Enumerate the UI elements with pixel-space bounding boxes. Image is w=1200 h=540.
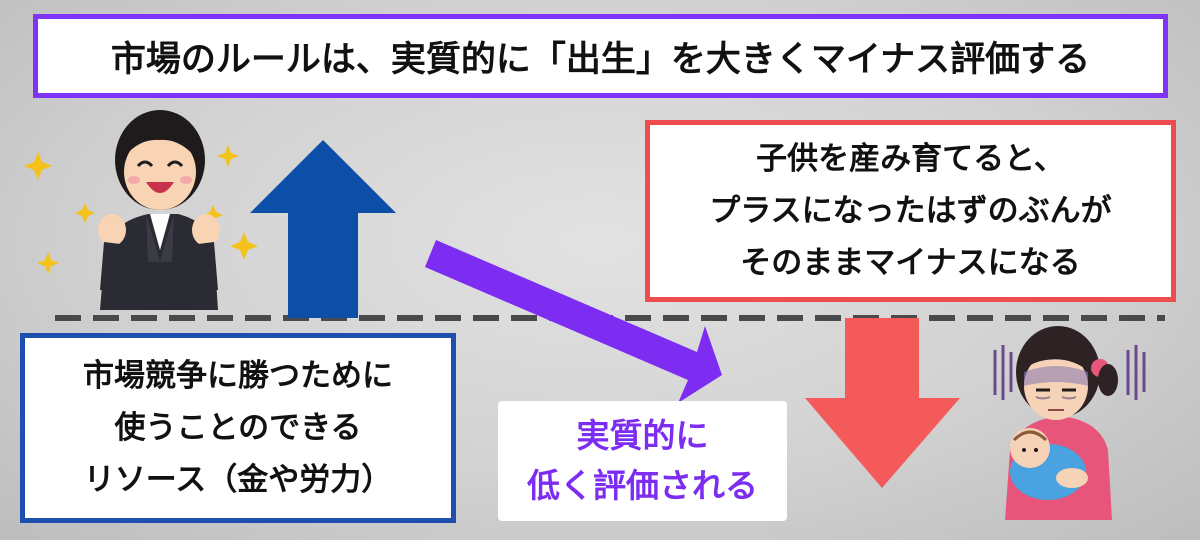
title-text: 市場のルールは、実質的に「出生」を大きくマイナス評価する xyxy=(110,39,1091,80)
evaluation-box: 実質的に 低く評価される xyxy=(498,401,787,521)
title-box: 市場のルールは、実質的に「出生」を大きくマイナス評価する xyxy=(33,14,1168,98)
diagonal-arrow xyxy=(425,240,722,403)
child-note-box: 子供を産み育てると、 プラスになったはずのぶんが そのままマイナスになる xyxy=(645,120,1176,302)
resources-line-2: 使うことのできる xyxy=(114,410,362,446)
evaluation-line-2: 低く評価される xyxy=(527,466,758,505)
up-arrow xyxy=(250,140,396,318)
child-note-line-2: プラスになったはずのぶんが xyxy=(709,193,1112,229)
child-note-line-1: 子供を産み育てると、 xyxy=(756,141,1065,177)
resources-line-1: 市場競争に勝つために xyxy=(83,358,393,394)
resources-line-3: リソース（金や労力） xyxy=(83,462,393,498)
child-note-line-3: そのままマイナスになる xyxy=(740,245,1081,281)
evaluation-line-1: 実質的に xyxy=(576,416,709,455)
down-arrow xyxy=(805,318,960,488)
resources-box: 市場競争に勝つために 使うことのできる リソース（金や労力） xyxy=(20,333,456,523)
